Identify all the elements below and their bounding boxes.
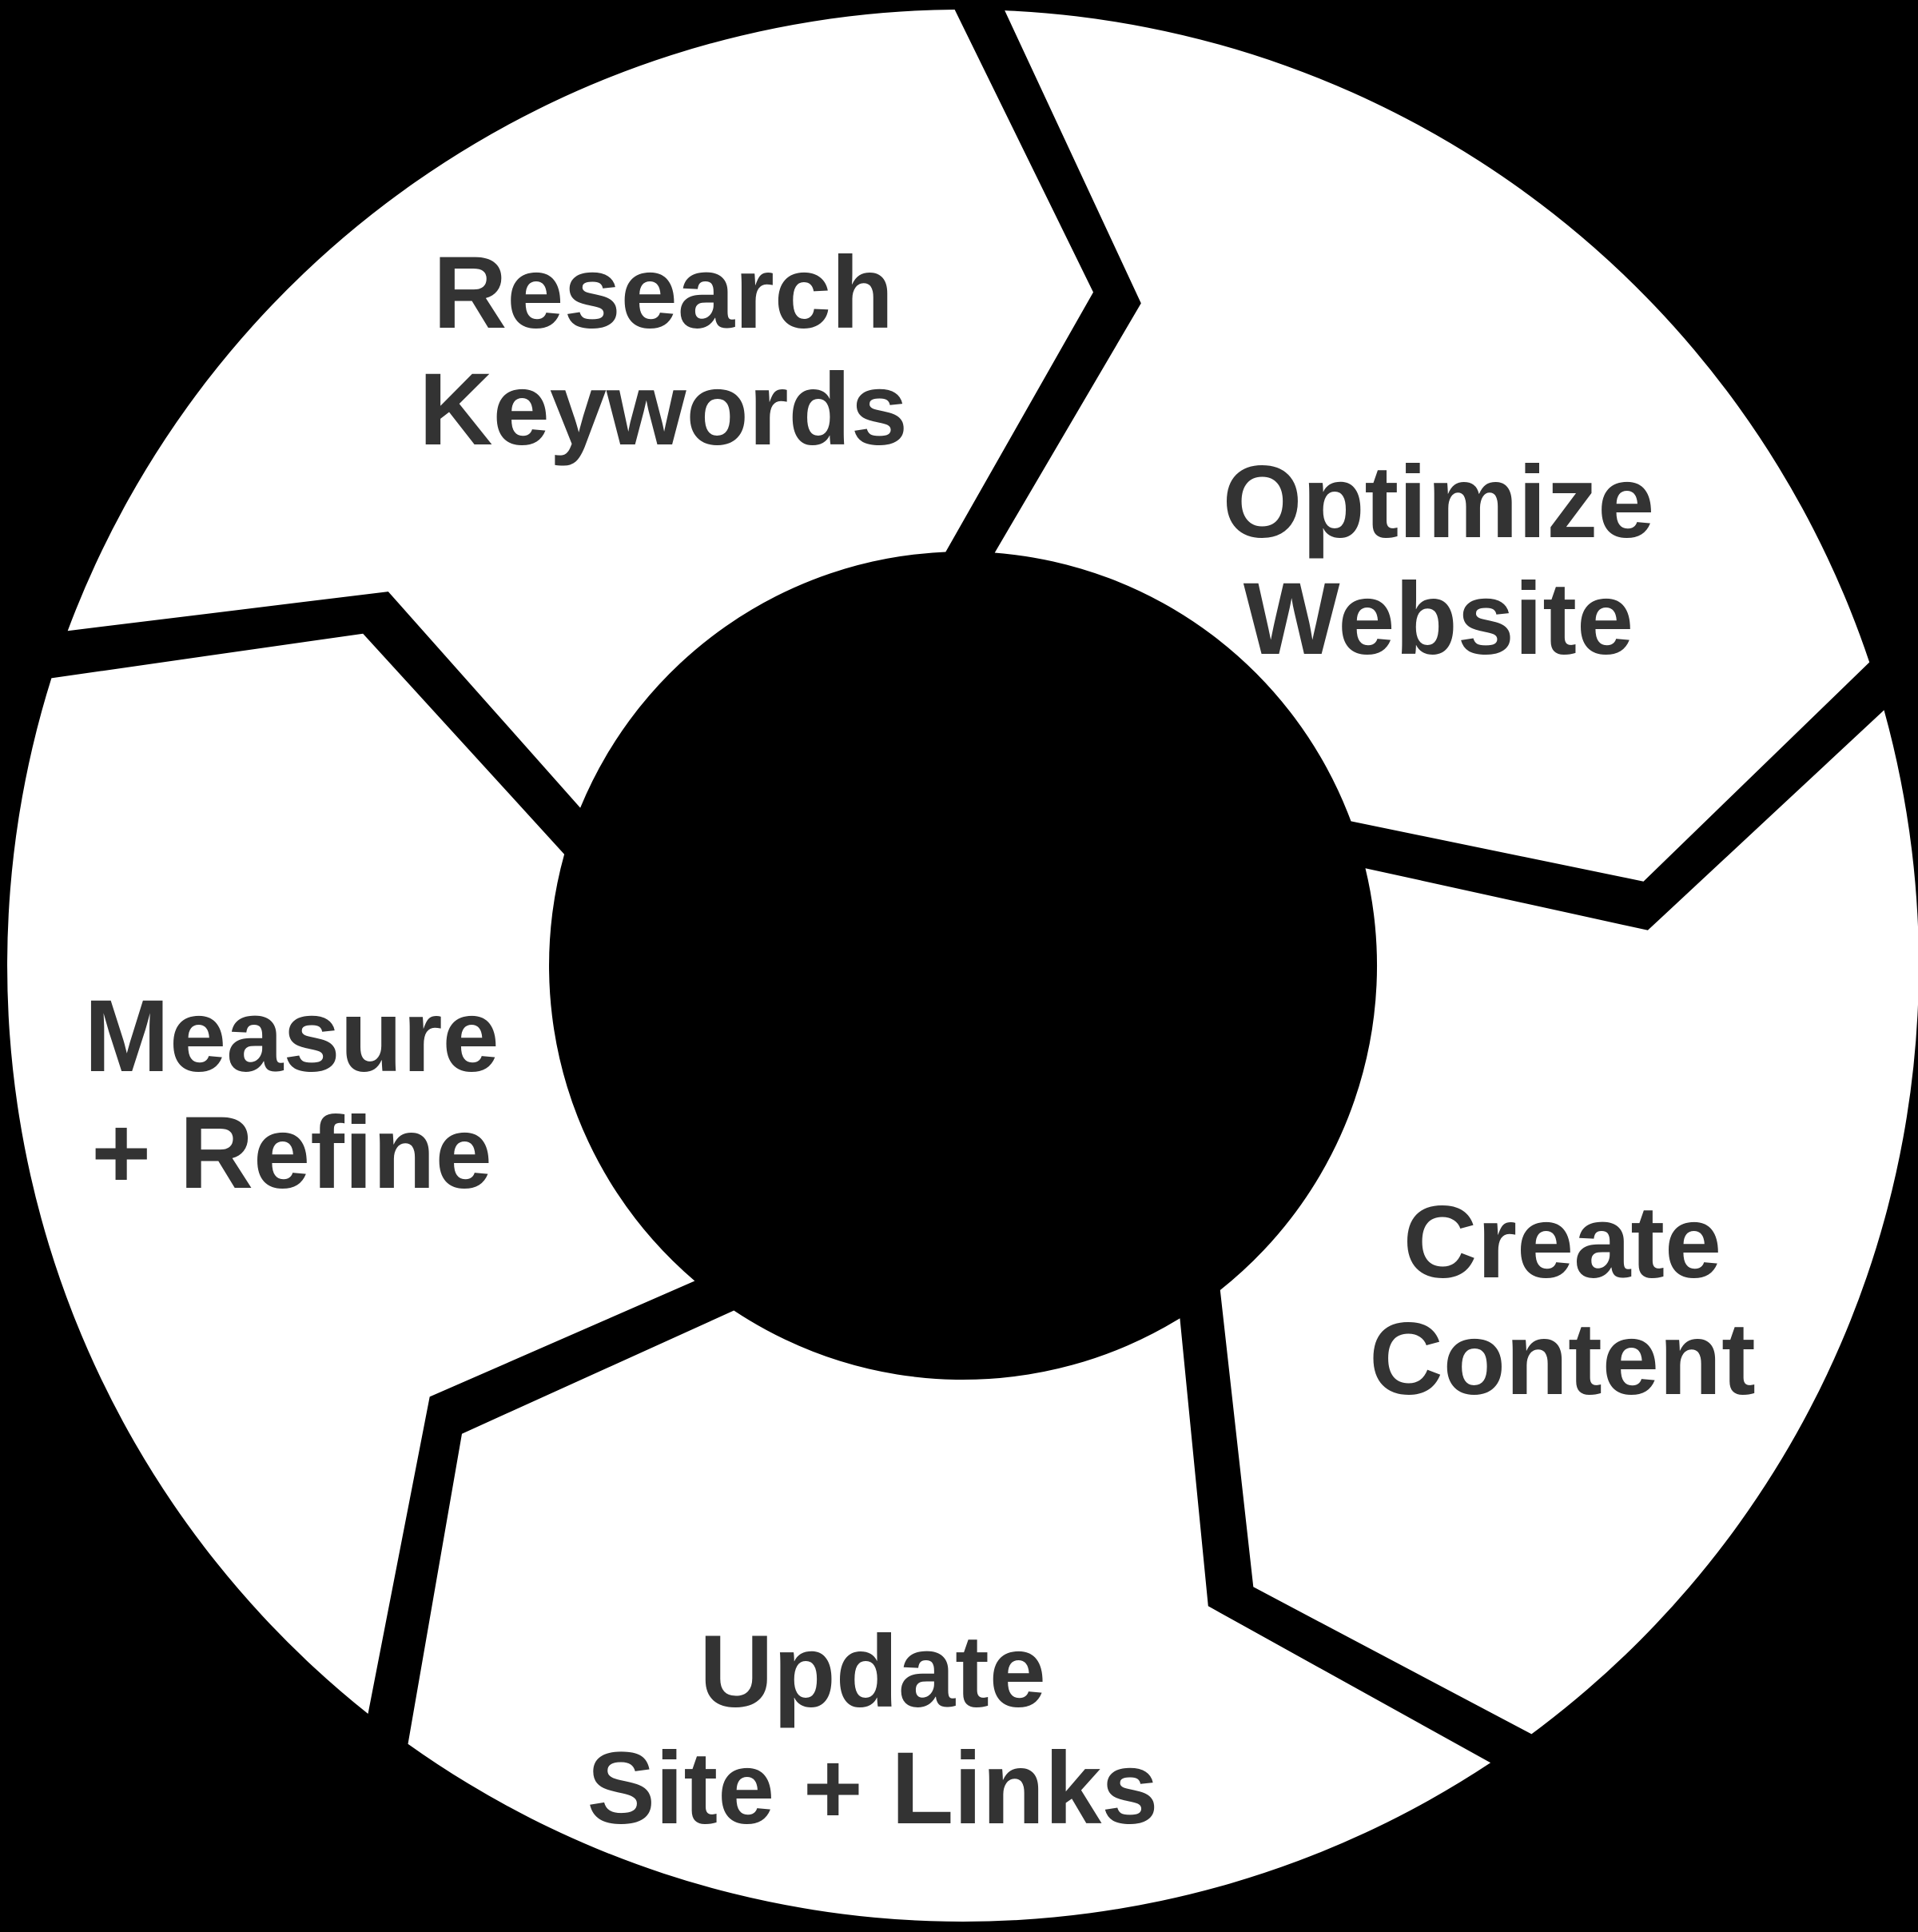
segment-arrow-update-site-links [408,1310,1491,1922]
cycle-ring [7,10,1918,1922]
segment-arrow-create-content [1220,710,1918,1735]
segment-arrow-optimize-website [994,10,1870,882]
segment-arrow-research-keywords [67,10,1094,808]
segment-arrow-measure-refine [7,633,695,1715]
